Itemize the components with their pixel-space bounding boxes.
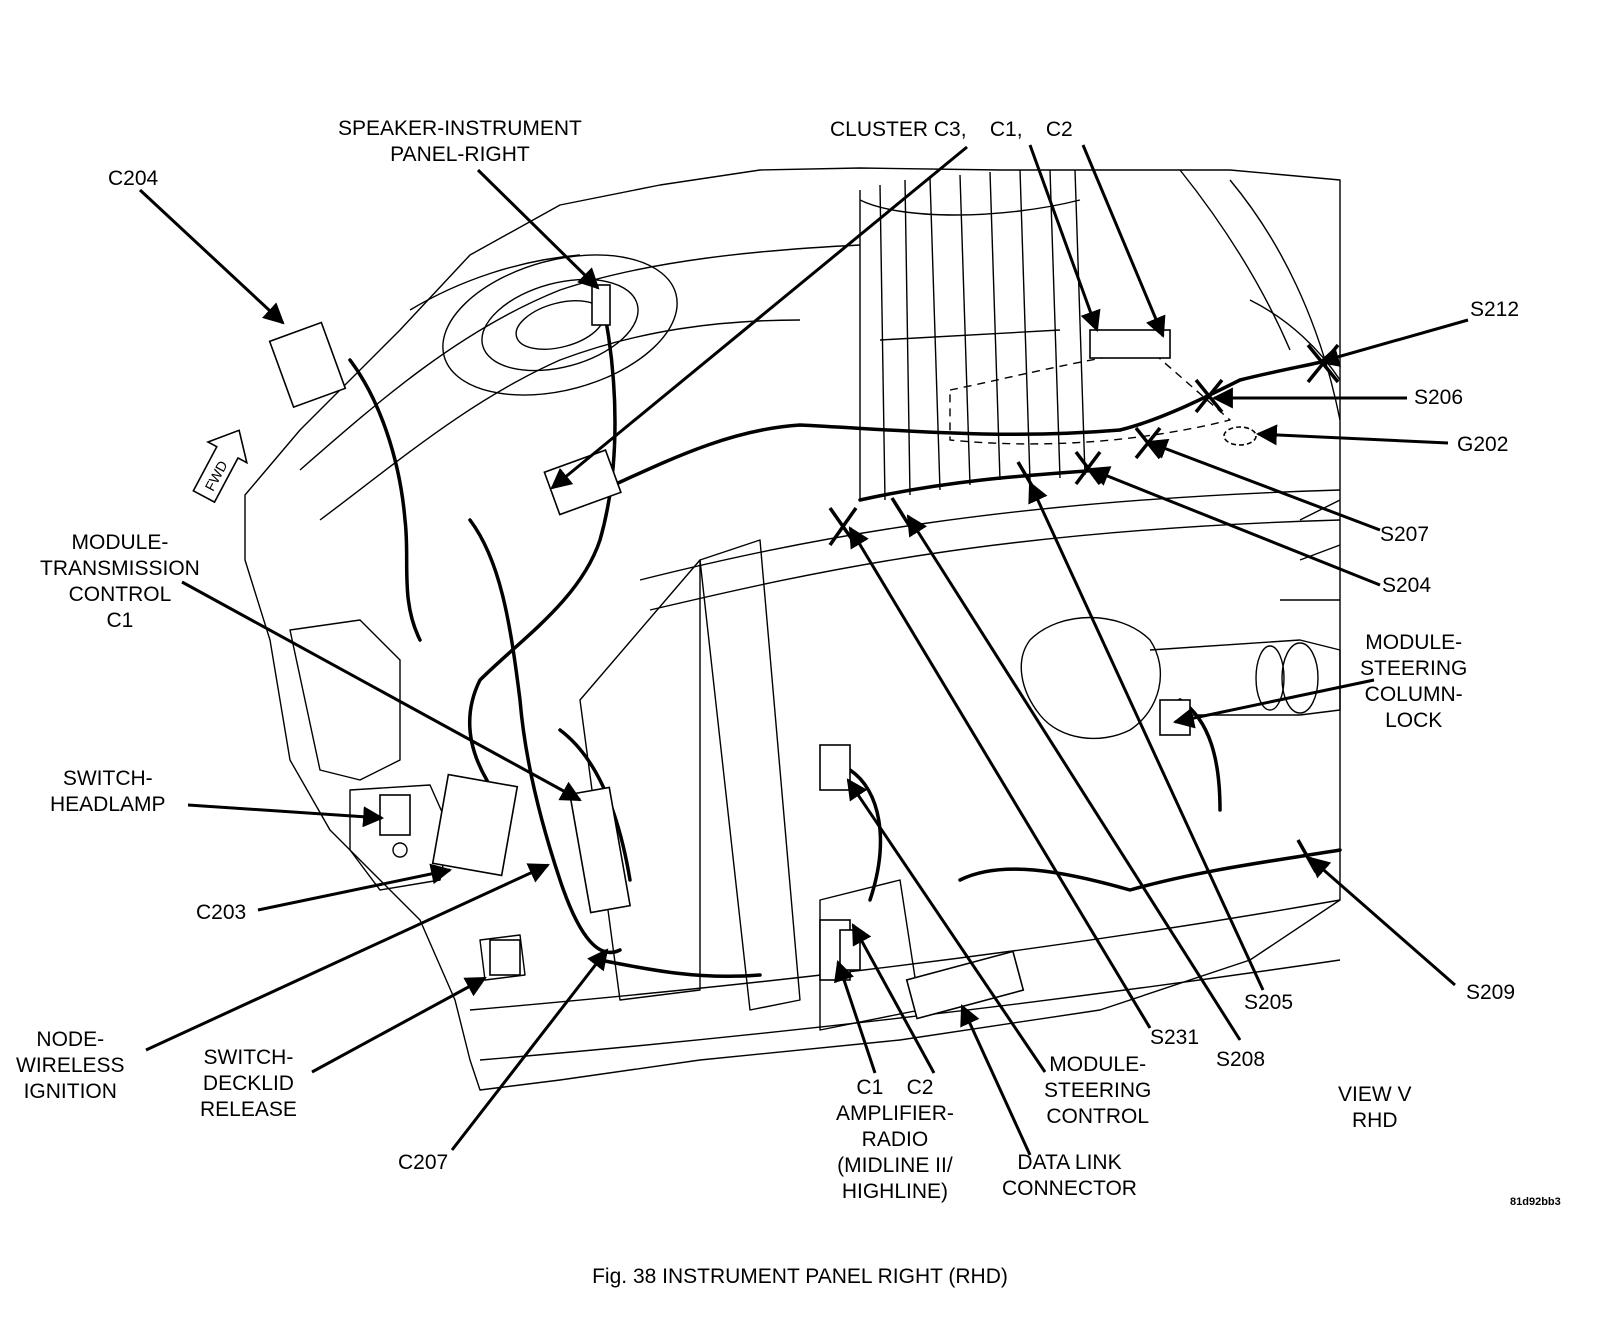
callout-s208: S208 [1216, 1048, 1266, 1071]
callout-module-steering-column-lock: MODULE- STEERING COLUMN- LOCK [1360, 631, 1468, 732]
callout-switch-decklid-release: SWITCH- DECKLID RELEASE [200, 1046, 297, 1121]
callout-module-steering-control: MODULE- STEERING CONTROL [1044, 1053, 1152, 1128]
callout-s231: S231 [1150, 1026, 1200, 1049]
callout-c203: C203 [196, 901, 247, 924]
callout-amplifier-radio: C1 C2 AMPLIFIER- RADIO (MIDLINE II/ HIGH… [836, 1076, 954, 1203]
callout-s204: S204 [1382, 574, 1432, 597]
callout-g202: G202 [1457, 433, 1509, 456]
callout-switch-headlamp: SWITCH- HEADLAMP [50, 767, 166, 816]
wire-harness [348, 288, 1342, 979]
view-label: VIEW V RHD [1338, 1083, 1412, 1132]
callout-s212: S212 [1470, 298, 1520, 321]
callout-cluster: CLUSTER C3, C1, C2 [830, 118, 1073, 141]
instrument-panel-artwork [244, 167, 1341, 1091]
ground-g202 [1223, 426, 1257, 446]
callout-node-wireless-ignition: NODE- WIRELESS IGNITION [16, 1028, 125, 1103]
connector-bodies [268, 284, 1191, 1020]
callout-c204: C204 [108, 167, 159, 190]
callout-s206: S206 [1414, 386, 1464, 409]
callout-s207: S207 [1380, 523, 1430, 546]
callout-c207: C207 [398, 1151, 449, 1174]
callout-data-link-connector: DATA LINK CONNECTOR [1002, 1151, 1137, 1200]
callout-speaker-instrument-panel-right: SPEAKER-INSTRUMENT PANEL-RIGHT [338, 117, 582, 166]
image-code: 81d92bb3 [1510, 1196, 1561, 1208]
leader-arrows [138, 144, 1469, 1156]
fwd-arrow: FWD [192, 429, 249, 504]
figure-caption: Fig. 38 INSTRUMENT PANEL RIGHT (RHD) [592, 1265, 1008, 1288]
callout-s205: S205 [1244, 991, 1294, 1014]
callout-module-transmission-control: MODULE- TRANSMISSION CONTROL C1 [40, 531, 200, 632]
callout-s209: S209 [1466, 981, 1516, 1004]
